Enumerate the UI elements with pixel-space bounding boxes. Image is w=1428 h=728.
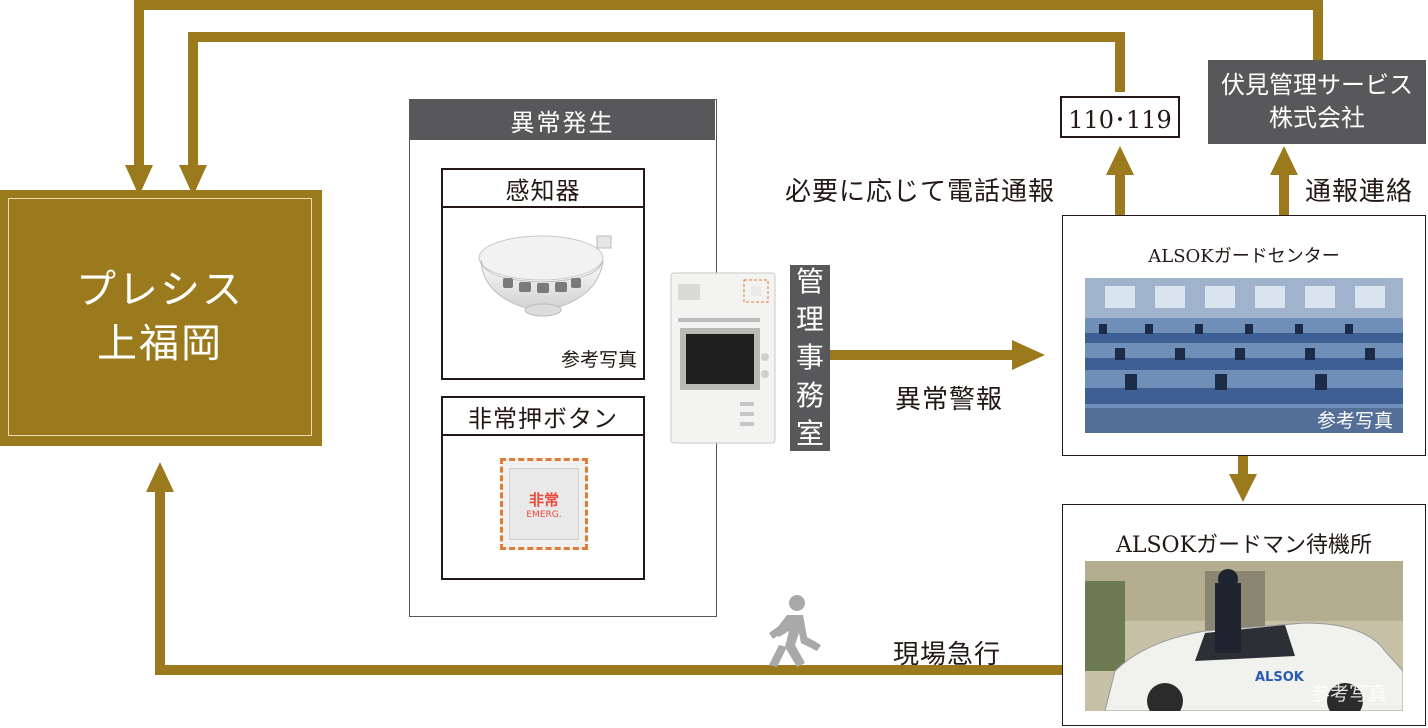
management-company-box: 伏見管理サービス 株式会社 [1208,60,1426,144]
guard-station-photo-note: 参考写真 [1310,683,1387,705]
arrow-management-to-building [134,0,1323,168]
rush-to-site-label: 現場急行 [893,640,1002,670]
building-box: プレシス 上福岡 [0,190,322,446]
guard-station-box: ALSOKガードマン待機所 ALSOK 参考写真 [1062,504,1426,726]
smoke-detector-icon [478,235,612,317]
building-name-line2: 上福岡 [97,321,223,367]
emergency-numbers-text: 110･119 [1068,105,1172,134]
management-office-text: 管理事務室 [795,265,824,450]
detector-panel: 感知器 参考写真 [441,168,645,380]
arrowhead-down-1 [125,165,153,196]
emergency-button-en-text: EMERG. [526,509,562,520]
emergency-button-title: 非常押ボタン [443,398,643,436]
emergency-button-face: 非常 EMERG. [509,468,579,540]
arrowhead-up-management [1270,146,1298,175]
control-panel-icon [670,272,776,444]
incident-group: 異常発生 感知器 参考写真 非常押ボタン [409,99,717,617]
arrowhead-down-2 [179,165,207,196]
detector-title: 感知器 [443,170,643,208]
arrowhead-down-guard [1229,474,1257,502]
arrowhead-up-police [1106,146,1134,175]
guard-center-photo [1085,278,1403,433]
building-inner-frame: プレシス 上福岡 [8,198,312,436]
incident-title: 異常発生 [410,100,715,140]
arrowhead-right [1012,340,1045,370]
notify-contact-label: 通報連絡 [1305,177,1414,207]
management-company-line2: 株式会社 [1269,104,1365,132]
arrow-police-to-building [188,32,1125,168]
arrowhead-up-building [146,462,174,492]
phone-if-needed-label: 必要に応じて電話通報 [785,177,1056,207]
emergency-numbers-box: 110･119 [1060,96,1180,138]
building-name-line1: プレシス [76,267,244,313]
guard-center-box: ALSOKガードセンター 参考写真 [1062,215,1426,456]
detector-photo-note: 参考写真 [560,349,637,371]
guard-station-title: ALSOKガードマン待機所 [1115,533,1373,558]
management-company-line1: 伏見管理サービス [1221,71,1413,99]
arrow-guard-to-building [155,490,1062,675]
guard-station-photo: ALSOK [1085,561,1403,711]
management-office-label: 管理事務室 [790,265,830,451]
running-person-icon [769,595,821,667]
emergency-button-panel: 非常押ボタン 非常 EMERG. [441,396,645,580]
abnormal-alarm-label: 異常警報 [895,385,1004,415]
car-logo-text: ALSOK [1255,670,1305,685]
guard-center-photo-note: 参考写真 [1316,410,1393,432]
emergency-button-icon: 非常 EMERG. [500,458,588,550]
emergency-button-jp-text: 非常 [528,490,559,509]
guard-center-title: ALSOKガードセンター [1148,246,1340,267]
